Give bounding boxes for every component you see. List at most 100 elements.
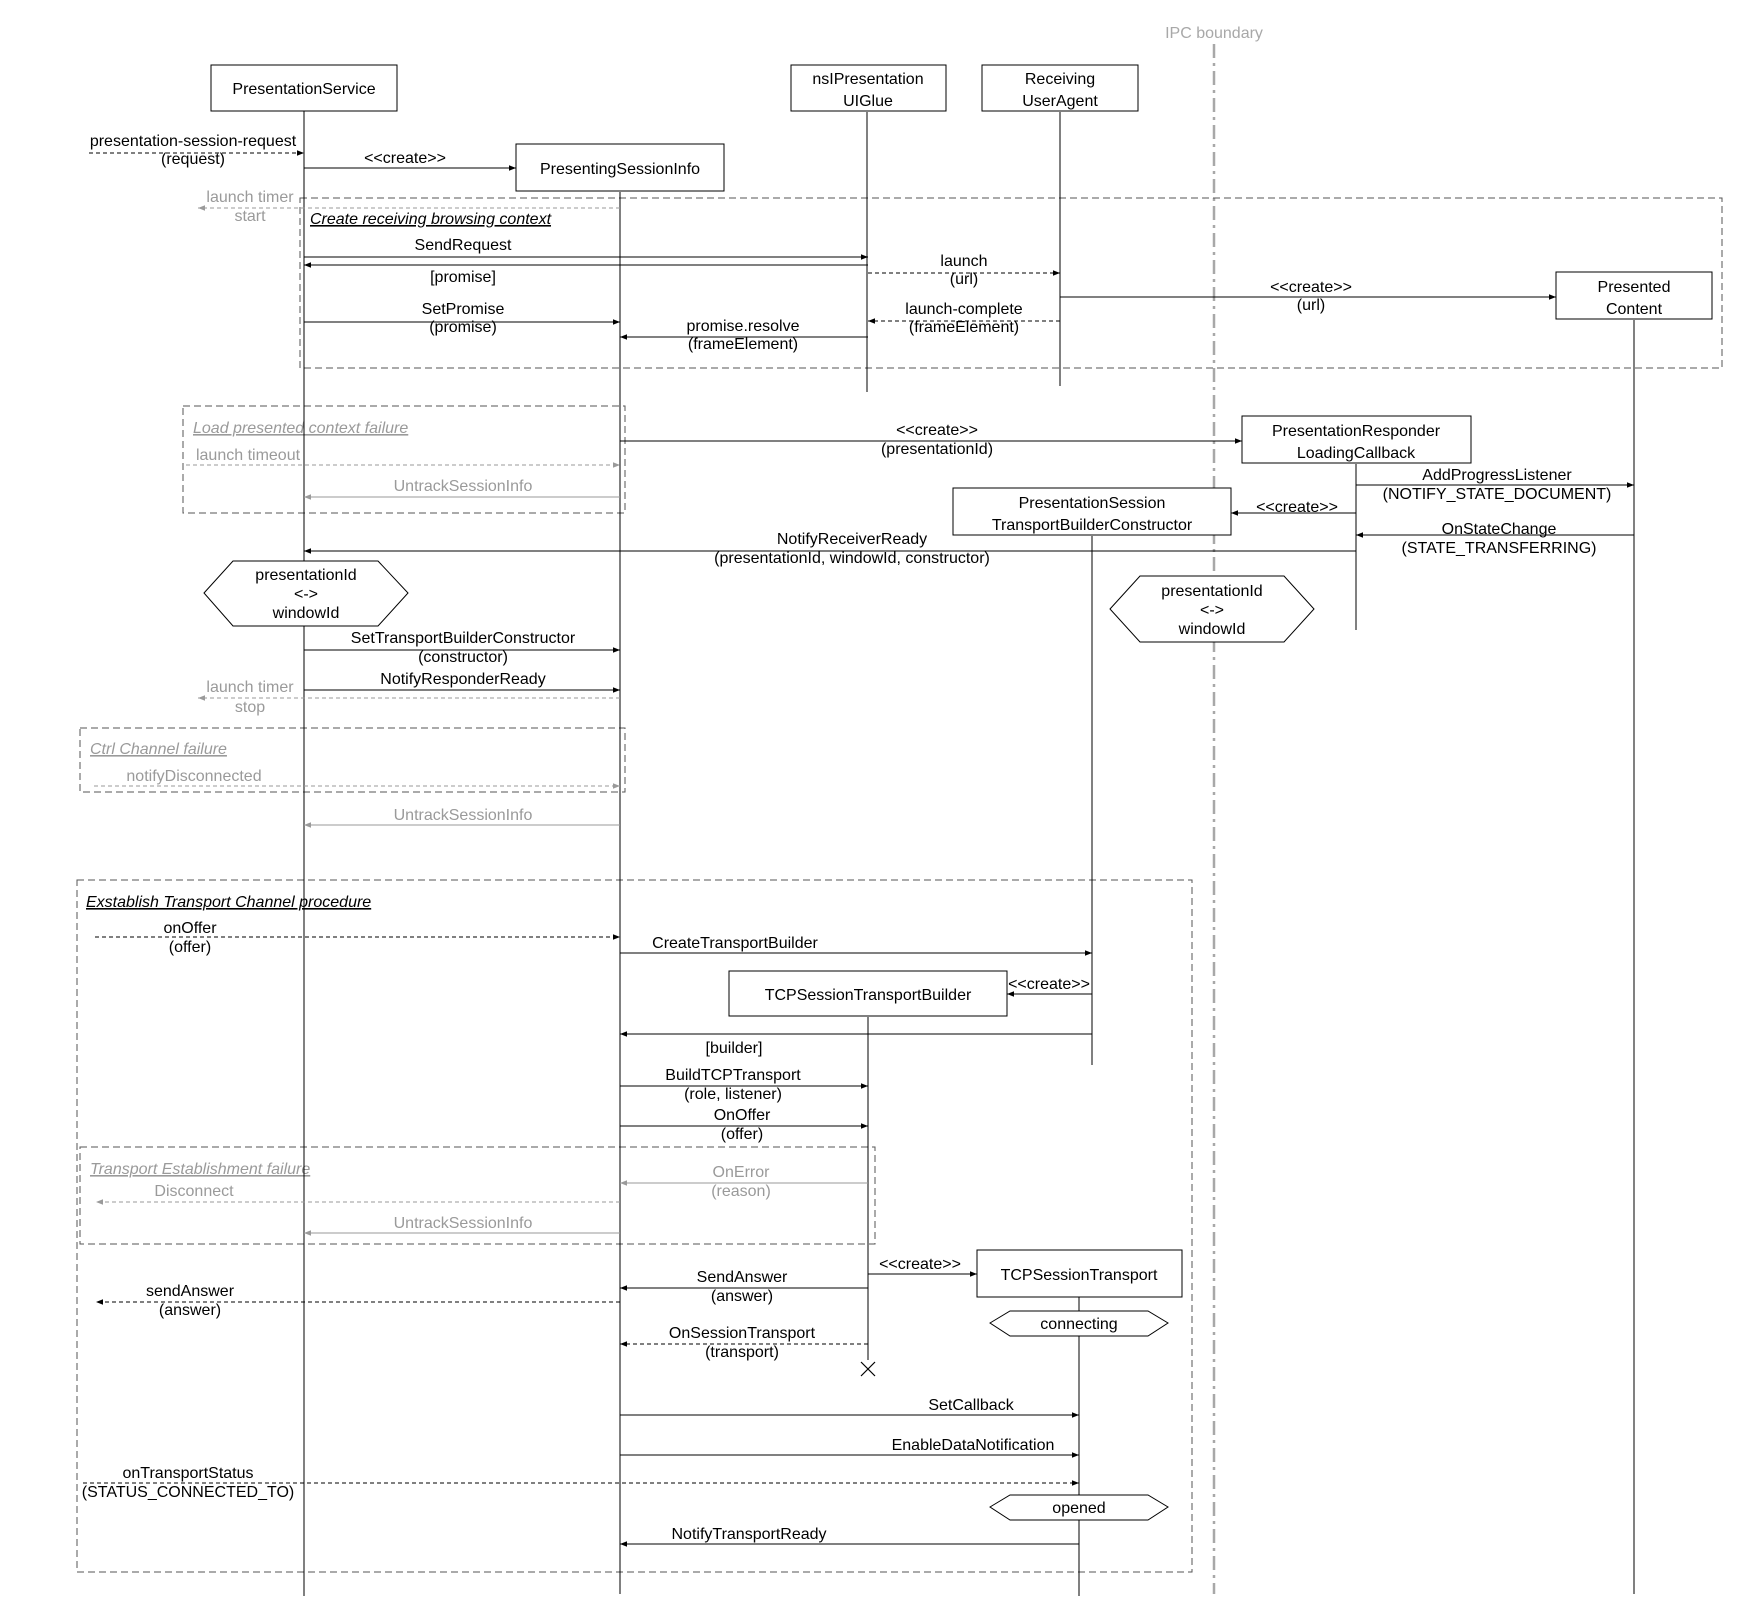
- message-label: AddProgressListener: [1422, 467, 1572, 484]
- message-label: onTransportStatus: [122, 1465, 253, 1482]
- ipc-boundary-label: IPC boundary: [1165, 25, 1263, 42]
- fragment-title: Ctrl Channel failure: [90, 741, 227, 758]
- destroy-marker: [860, 1361, 876, 1377]
- svg-text:<->: <->: [1200, 602, 1224, 619]
- message-label: (presentationId, windowId, constructor): [714, 550, 990, 567]
- svg-text:connecting: connecting: [1040, 1316, 1117, 1333]
- message-label: UntrackSessionInfo: [394, 1215, 533, 1232]
- fragment-establish: Exstablish Transport Channel procedure: [76, 879, 1193, 1573]
- message-label: (reason): [711, 1183, 771, 1200]
- message-label: launch: [940, 253, 987, 270]
- participant-tcp-session-transport: TCPSessionTransport: [976, 1249, 1183, 1298]
- message-label: EnableDataNotification: [892, 1437, 1055, 1454]
- message-label: BuildTCPTransport: [665, 1067, 801, 1084]
- svg-text:UIGlue: UIGlue: [843, 93, 893, 110]
- message-label: OnOffer: [714, 1107, 771, 1124]
- message-label: (role, listener): [684, 1086, 782, 1103]
- fragment-transport-failure: Transport Establishment failure: [79, 1146, 876, 1245]
- message-label: (NOTIFY_STATE_DOCUMENT): [1383, 486, 1612, 503]
- message-label: CreateTransportBuilder: [652, 935, 818, 952]
- message-label: onOffer: [163, 920, 217, 937]
- message-label: (offer): [721, 1126, 763, 1143]
- message-label: (answer): [159, 1302, 221, 1319]
- participant-transport-builder-constructor: PresentationSession TransportBuilderCons…: [952, 487, 1232, 536]
- fragment-ctrl-failure: Ctrl Channel failure: [79, 727, 626, 793]
- participant-presentation-service: PresentationService: [210, 64, 398, 112]
- participant-presenting-session-info: PresentingSessionInfo: [515, 143, 725, 192]
- svg-text:TCPSessionTransport: TCPSessionTransport: [1001, 1267, 1158, 1284]
- participant-responder-loading-callback: PresentationResponder LoadingCallback: [1241, 415, 1472, 464]
- message-label: NotifyTransportReady: [671, 1526, 826, 1543]
- message-label: (request): [161, 151, 225, 168]
- message-label: launch timer: [206, 679, 294, 696]
- svg-text:windowId: windowId: [1178, 621, 1246, 638]
- svg-text:<->: <->: [294, 586, 318, 603]
- message-label: start: [234, 208, 266, 225]
- fragment-title: Transport Establishment failure: [90, 1161, 310, 1178]
- svg-text:presentationId: presentationId: [1161, 583, 1262, 600]
- message-label: <<create>>: [896, 422, 978, 439]
- participant-uiglue: nsIPresentation UIGlue: [790, 64, 947, 112]
- message-label: <<create>>: [1270, 279, 1352, 296]
- state-opened: opened: [989, 1494, 1169, 1521]
- message-label: UntrackSessionInfo: [394, 478, 533, 495]
- message-label: stop: [235, 699, 265, 716]
- message-label: (answer): [711, 1288, 773, 1305]
- message-label: launch-complete: [905, 301, 1023, 318]
- svg-text:PresentationResponder: PresentationResponder: [1272, 423, 1441, 440]
- message-label: [promise]: [430, 269, 496, 286]
- message-label: (offer): [169, 939, 211, 956]
- message-label: (STATE_TRANSFERRING): [1402, 540, 1597, 557]
- message-label: SetCallback: [928, 1397, 1014, 1414]
- svg-text:PresentationSession: PresentationSession: [1019, 495, 1166, 512]
- svg-text:Receiving: Receiving: [1025, 71, 1095, 88]
- svg-text:Content: Content: [1606, 301, 1663, 318]
- svg-text:LoadingCallback: LoadingCallback: [1297, 445, 1416, 462]
- svg-text:opened: opened: [1052, 1500, 1105, 1517]
- message-label: (url): [1297, 297, 1325, 314]
- svg-text:TCPSessionTransportBuilder: TCPSessionTransportBuilder: [765, 987, 972, 1004]
- state-presentation-window-map-receiver: presentationId <-> windowId: [1109, 575, 1315, 643]
- message-label: (frameElement): [688, 336, 798, 353]
- message-label: NotifyResponderReady: [380, 671, 545, 688]
- message-label: presentation-session-request: [90, 133, 297, 150]
- message-label: SendAnswer: [697, 1269, 788, 1286]
- message-label: <<create>>: [1008, 976, 1090, 993]
- states: presentationId <-> windowId presentation…: [203, 560, 1315, 1521]
- message-label: promise.resolve: [687, 318, 800, 335]
- fragment-create-context: Create receiving browsing context: [299, 197, 1723, 369]
- message-label: <<create>>: [1256, 499, 1338, 516]
- message-label: <<create>>: [364, 150, 446, 167]
- message-label: SetPromise: [422, 301, 505, 318]
- message-label: OnError: [713, 1164, 771, 1181]
- state-connecting: connecting: [989, 1310, 1169, 1337]
- message-label: [builder]: [706, 1040, 763, 1057]
- message-label: Disconnect: [154, 1183, 234, 1200]
- participant-receiving-user-agent: Receiving UserAgent: [981, 64, 1139, 112]
- message-label: launch timeout: [196, 447, 301, 464]
- messages: presentation-session-request(request) <<c…: [82, 133, 1634, 1547]
- message-label: (presentationId): [881, 441, 993, 458]
- svg-text:PresentationService: PresentationService: [232, 81, 375, 98]
- svg-text:Presented: Presented: [1598, 279, 1671, 296]
- message-label: (constructor): [418, 649, 508, 666]
- participants: PresentationService PresentingSessionInf…: [210, 64, 1713, 1298]
- svg-text:PresentingSessionInfo: PresentingSessionInfo: [540, 161, 700, 178]
- participant-tcp-session-transport-builder: TCPSessionTransportBuilder: [728, 970, 1008, 1017]
- message-label: (url): [950, 271, 978, 288]
- message-label: (promise): [429, 319, 497, 336]
- svg-text:TransportBuilderConstructor: TransportBuilderConstructor: [992, 517, 1193, 534]
- message-label: (STATUS_CONNECTED_TO): [82, 1484, 294, 1501]
- svg-text:nsIPresentation: nsIPresentation: [812, 71, 923, 88]
- fragment-title: Create receiving browsing context: [310, 211, 552, 228]
- message-label: (transport): [705, 1344, 779, 1361]
- fragment-load-failure: Load presented context failure: [182, 405, 626, 514]
- message-label: OnSessionTransport: [669, 1325, 816, 1342]
- message-label: sendAnswer: [146, 1283, 235, 1300]
- participant-presented-content: Presented Content: [1555, 271, 1713, 320]
- message-label: (frameElement): [909, 319, 1019, 336]
- svg-text:UserAgent: UserAgent: [1022, 93, 1098, 110]
- ipc-boundary: IPC boundary: [1165, 25, 1263, 1594]
- message-label: notifyDisconnected: [126, 768, 261, 785]
